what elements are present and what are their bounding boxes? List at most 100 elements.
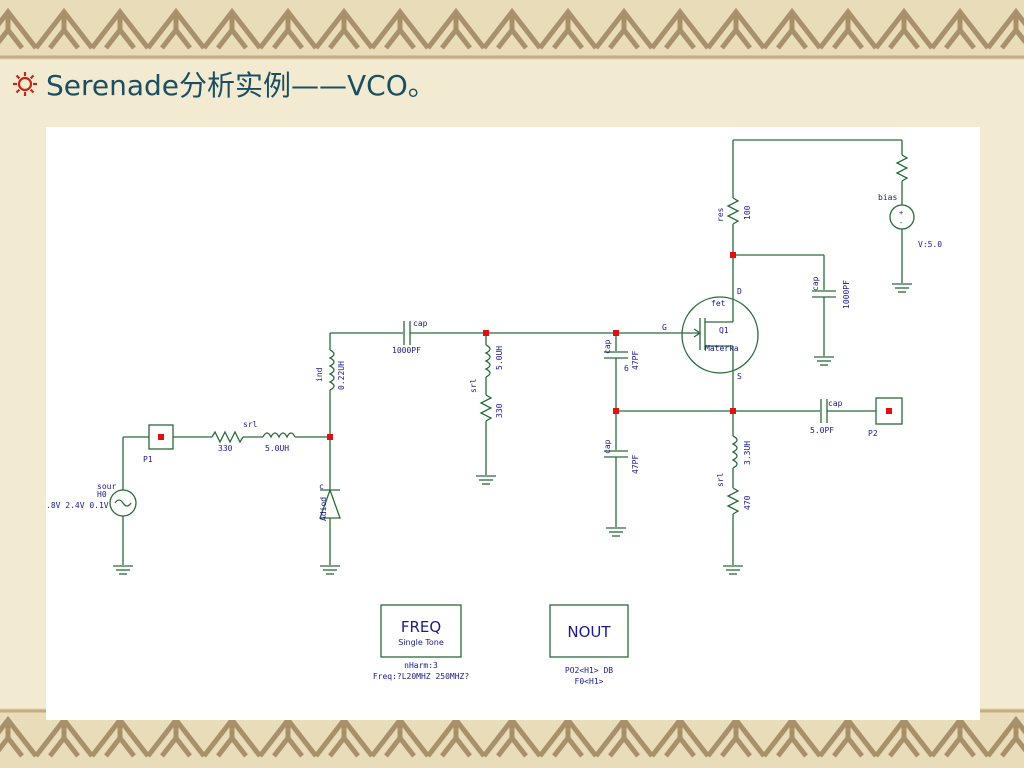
border-knot-motif <box>874 715 934 758</box>
border-knot-motif <box>314 715 374 758</box>
ind-type-label: ind <box>315 367 324 382</box>
gate-pin-label: G <box>662 323 667 332</box>
resistor-bias <box>895 154 909 182</box>
border-knot-motif <box>538 7 598 50</box>
diode-pin-label: c <box>319 482 324 491</box>
fet-type-label: fet <box>711 299 726 308</box>
border-knot-motif <box>0 7 38 50</box>
border-knot-motif <box>90 715 150 758</box>
border-knot-motif <box>930 715 990 758</box>
res-drain-value-label: 100 <box>743 205 752 220</box>
ground-source <box>113 565 133 575</box>
source-sour <box>109 437 137 565</box>
drain-pin-label: D <box>737 287 742 296</box>
border-knot-motif <box>146 715 206 758</box>
gate-node-label: 6 <box>624 364 629 373</box>
border-knot-motif <box>818 7 878 50</box>
vco-schematic: sour H0 .8V 2.4V 0.1V P1 srl 330 5.0UH 1… <box>46 139 942 686</box>
border-knot-motif <box>370 715 430 758</box>
port-p2 <box>875 397 903 425</box>
bias-name-label: bias <box>878 193 897 202</box>
cap-out-value-label: 5.0PF <box>810 426 834 435</box>
border-knot-motif <box>426 715 486 758</box>
diode-adiod <box>319 482 341 565</box>
ground-bypass <box>814 356 834 366</box>
border-knot-motif <box>538 715 598 758</box>
p2-label: P2 <box>868 429 878 438</box>
border-knot-motif <box>258 715 318 758</box>
srl-source-l-label: 3.3UH <box>743 441 752 465</box>
border-knot-motif <box>370 7 430 50</box>
border-knot-motif <box>818 715 878 758</box>
fet-name-label: Q1 <box>719 326 729 335</box>
srl-mid-r-label: 330 <box>495 403 504 418</box>
freq-title: FREQ <box>401 618 441 636</box>
freq-box <box>380 604 462 658</box>
node-shunt-junction <box>613 408 619 414</box>
bias-plus-label: + <box>899 209 903 217</box>
border-knot-motif <box>986 7 1024 50</box>
transistor-q1 <box>681 296 759 374</box>
srl-mid-type-label: srl <box>469 378 478 393</box>
srl-left-l-label: 5.0UH <box>265 444 289 453</box>
border-knot-motif <box>314 7 374 50</box>
fet-model-label: Materka <box>705 344 739 353</box>
cap-input-type-label: cap <box>413 319 428 328</box>
cap-shunt-value-label: 47PF <box>631 455 640 474</box>
resistor-drain <box>726 197 740 225</box>
border-knot-motif <box>482 7 542 50</box>
top-decorative-border <box>0 0 1024 60</box>
border-knot-motif <box>986 715 1024 758</box>
node-drain-junction <box>730 252 736 258</box>
slide-title: Serenade分析实例——VCO。 <box>46 69 436 102</box>
border-knot-motif <box>762 715 822 758</box>
inductor-ind <box>328 349 335 391</box>
top-border-pattern <box>0 0 1024 60</box>
freq-subtitle: Single Tone <box>398 638 444 647</box>
nout-line2: F0<H1> <box>575 677 604 686</box>
srl-source-r-label: 470 <box>743 495 752 510</box>
bias-value-label: V:5.0 <box>918 240 942 249</box>
schematic-panel: sour H0 .8V 2.4V 0.1V P1 srl 330 5.0UH 1… <box>46 127 980 720</box>
ground-diode <box>320 565 340 575</box>
cap-gate-value-label: 47PF <box>631 351 640 370</box>
border-knot-motif <box>762 7 822 50</box>
border-knot-motif <box>482 715 542 758</box>
ground-bias <box>892 283 912 293</box>
source-params-label: .8V 2.4V 0.1V <box>46 501 109 510</box>
cap-out-type-label: cap <box>828 399 843 408</box>
source-pin-label: S <box>737 372 742 381</box>
cap-gate-type-label: cap <box>603 339 612 354</box>
cap-shunt-type-label: cap <box>603 439 612 454</box>
node-gate-junction <box>613 330 619 336</box>
res-drain-type-label: res <box>716 207 725 222</box>
node-p1 <box>158 434 164 440</box>
srl-left-r-label: 330 <box>218 444 233 453</box>
capacitor-output <box>820 399 828 423</box>
node-source-junction <box>730 408 736 414</box>
border-knot-motif <box>594 7 654 50</box>
srl-mid-l-label: 5.0UH <box>495 346 504 370</box>
node-p2 <box>886 408 892 414</box>
node-mid-junction <box>483 330 489 336</box>
ground-source-fet <box>723 565 743 575</box>
p1-label: P1 <box>143 455 153 464</box>
border-knot-motif <box>90 7 150 50</box>
cap-bypass-value-label: 1000PF <box>842 280 851 309</box>
ground-mid <box>476 475 496 485</box>
ind-value-label: 0.22UH <box>337 361 346 390</box>
border-knot-motif <box>34 7 94 50</box>
border-knot-motif <box>426 7 486 50</box>
border-knot-motif <box>650 7 710 50</box>
freq-nharm: nHarm:3 <box>404 661 438 670</box>
border-knot-motif <box>258 7 318 50</box>
slide-title-row: Serenade分析实例——VCO。 <box>12 64 436 104</box>
nout-box <box>549 604 629 658</box>
source-model-label: H0 <box>97 490 107 499</box>
srl-left <box>211 430 330 444</box>
cap-input-value-label: 1000PF <box>392 346 421 355</box>
freq-range: Freq:?L20MHZ 250MHZ? <box>373 672 470 681</box>
nout-line1: PO2<H1> DB <box>565 666 613 675</box>
capacitor-input <box>403 321 411 345</box>
ground-shunt <box>606 527 626 537</box>
